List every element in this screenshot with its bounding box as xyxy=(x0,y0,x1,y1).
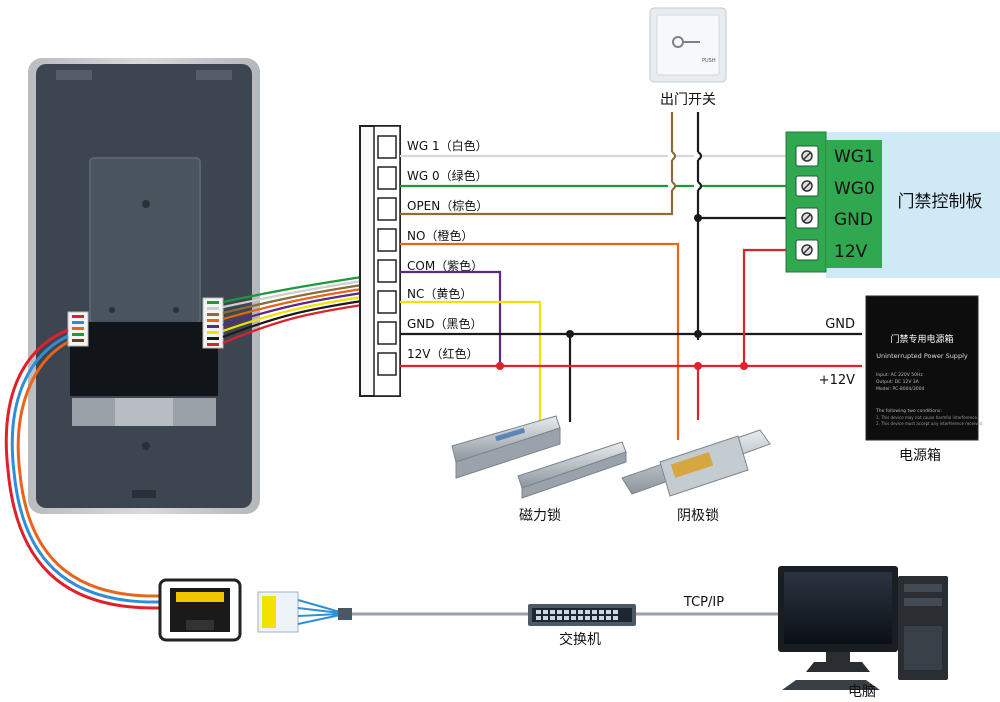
wire-label-open: OPEN（棕色） xyxy=(407,198,488,213)
terminal-slot xyxy=(377,197,397,221)
protocol-label: TCP/IP xyxy=(683,595,724,610)
magnetic-lock: 磁力锁 xyxy=(451,415,627,524)
wire-label-no: NO（橙色） xyxy=(407,228,473,243)
controller-title: 门禁控制板 xyxy=(898,192,983,212)
rj45-plug xyxy=(257,591,352,633)
cable-harness xyxy=(222,275,363,345)
gnd-rail-label: GND xyxy=(825,317,855,332)
strike-lock-label: 阴极锁 xyxy=(677,508,719,524)
computer xyxy=(778,566,948,690)
access-control-terminal xyxy=(28,58,260,514)
rj45-jack xyxy=(158,578,242,642)
power-supply-spec-1: Input: AC 220V 50Hz xyxy=(876,372,923,378)
wire-label-wg0: WG 0（绿色） xyxy=(407,168,488,183)
controller-terminal-wg0: WG0 xyxy=(834,179,875,199)
terminal-slot xyxy=(377,352,397,376)
power-supply-label: 电源箱 xyxy=(899,448,941,464)
power-supply-title-en: Uninterrupted Power Supply xyxy=(876,352,968,360)
controller-terminal-wg1: WG1 xyxy=(834,147,875,167)
strike-lock: 阴极锁 xyxy=(621,429,771,524)
power-supply-spec-2: Output: DC 12V 3A xyxy=(876,379,920,385)
computer-label: 电脑 xyxy=(848,684,876,698)
terminal-slot xyxy=(377,228,397,252)
power-supply-spec-3: Model: PC-8004/3004 xyxy=(876,386,924,392)
controller-terminal-12v: 12V xyxy=(834,242,868,262)
v12-rail-label: +12V xyxy=(819,373,855,388)
power-supply-condition-1: 1. This device may not cause harmful int… xyxy=(876,415,978,420)
terminal-slot xyxy=(377,290,397,314)
keyboard xyxy=(782,680,880,690)
wire-crossings xyxy=(668,152,702,190)
power-supply-box: 门禁专用电源箱 Uninterrupted Power Supply Input… xyxy=(865,295,984,464)
power-supply-condition-2: 2. This device must accept any interfere… xyxy=(876,421,984,426)
exit-button-label: 出门开关 xyxy=(660,92,716,108)
device-left-connector xyxy=(67,311,89,347)
push-text: PUSH xyxy=(702,58,716,64)
access-controller: WG1 WG0 GND 12V 门禁控制板 xyxy=(785,131,1000,278)
magnetic-lock-label: 磁力锁 xyxy=(519,508,561,524)
terminal-slot xyxy=(377,135,397,159)
wire-label-wg1: WG 1（白色） xyxy=(407,138,488,153)
power-supply-title-cn: 门禁专用电源箱 xyxy=(890,333,953,345)
exit-button: PUSH 出门开关 xyxy=(649,7,727,108)
wire-label-gnd: GND（黑色） xyxy=(407,317,483,331)
power-supply-conditions-title: The following two conditions: xyxy=(875,408,942,414)
wire-label-12v: 12V（红色） xyxy=(407,346,478,361)
wiring-paths xyxy=(400,112,862,440)
network-cable xyxy=(4,328,161,610)
wire-labels: WG 1（白色） WG 0（绿色） OPEN（棕色） NO（橙色） COM（紫色… xyxy=(407,138,488,361)
wire-label-com: COM（紫色） xyxy=(407,259,483,273)
device-right-connector xyxy=(202,297,224,349)
network-switch xyxy=(528,604,636,626)
terminal-slot xyxy=(377,321,397,345)
switch-label: 交换机 xyxy=(559,631,601,648)
terminal-block xyxy=(359,125,401,397)
wire-label-nc: NC（黄色） xyxy=(407,287,472,301)
terminal-slot xyxy=(377,259,397,283)
terminal-slot xyxy=(377,166,397,190)
junction-dots xyxy=(496,214,748,370)
controller-terminal-gnd: GND xyxy=(834,210,873,230)
pcb-area xyxy=(70,322,218,396)
